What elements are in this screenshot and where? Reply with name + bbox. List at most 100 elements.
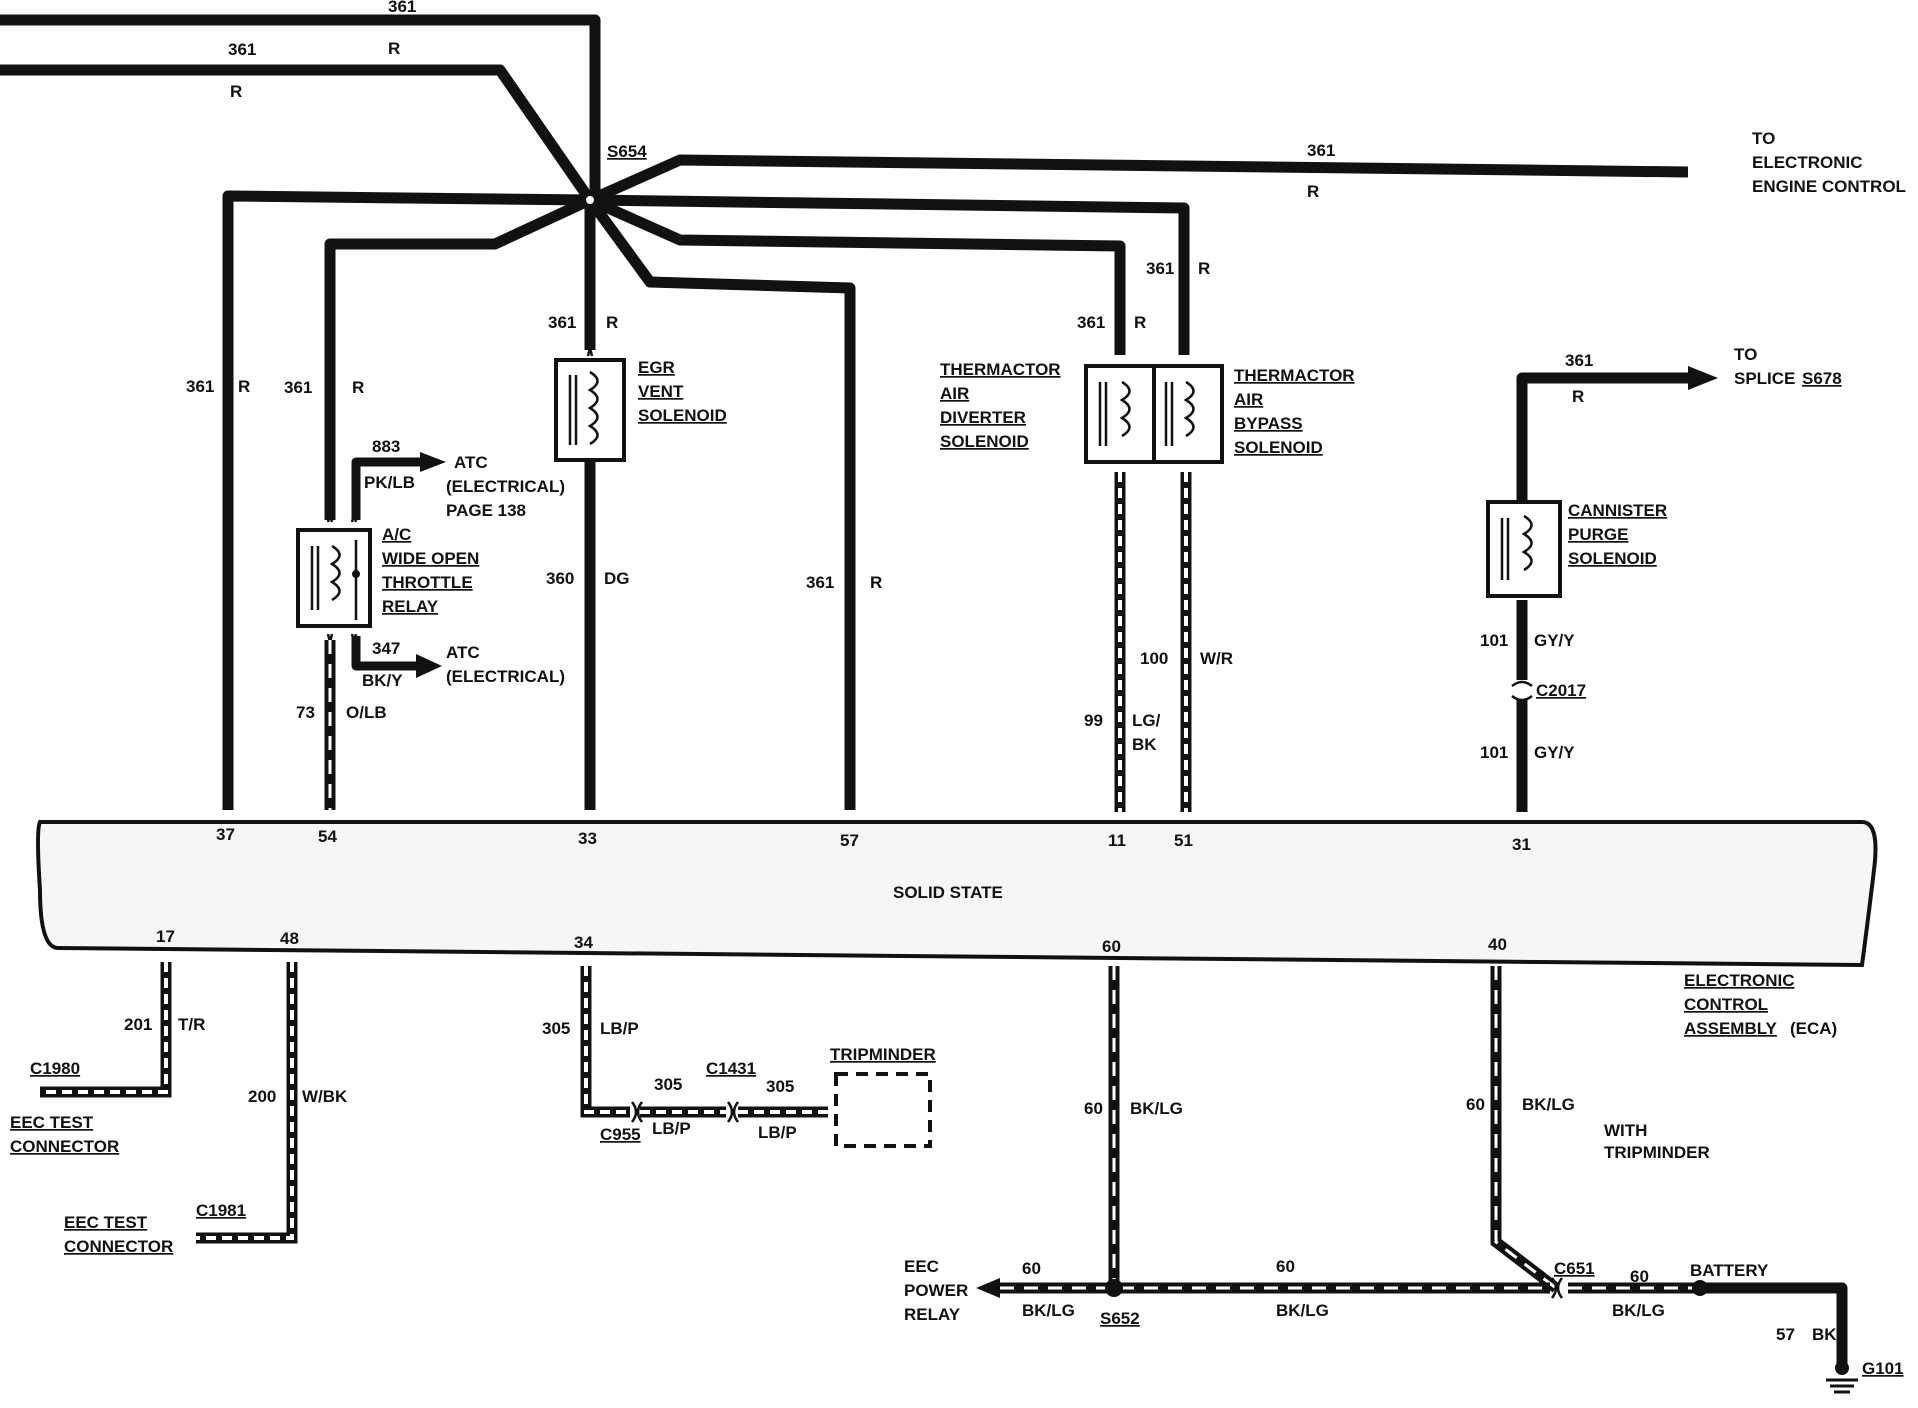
svg-text:BK/LG: BK/LG — [1130, 1099, 1183, 1118]
svg-text:57: 57 — [840, 831, 859, 850]
svg-text:LB/P: LB/P — [652, 1119, 691, 1138]
svg-text:17: 17 — [156, 927, 175, 946]
svg-text:73: 73 — [296, 703, 315, 722]
svg-text:33: 33 — [578, 829, 597, 848]
svg-text:360: 360 — [546, 569, 574, 588]
svg-text:DIVERTER: DIVERTER — [940, 408, 1026, 427]
svg-text:ENGINE CONTROL: ENGINE CONTROL — [1752, 177, 1906, 196]
egr-vent-solenoid — [554, 347, 626, 473]
svg-text:LB/P: LB/P — [758, 1123, 797, 1142]
svg-text:EEC TEST: EEC TEST — [10, 1113, 94, 1132]
svg-text:AIR: AIR — [940, 384, 969, 403]
svg-text:THROTTLE: THROTTLE — [382, 573, 473, 592]
svg-text:SOLENOID: SOLENOID — [638, 406, 727, 425]
connector-c2017-mark — [1511, 680, 1533, 702]
svg-text:51: 51 — [1174, 831, 1193, 850]
svg-text:101: 101 — [1480, 631, 1508, 650]
svg-text:361: 361 — [1146, 259, 1174, 278]
splice-s654-label: S654 — [607, 142, 647, 161]
svg-text:WITH: WITH — [1604, 1121, 1647, 1140]
svg-text:W/R: W/R — [1200, 649, 1233, 668]
svg-text:48: 48 — [280, 929, 299, 948]
svg-text:C955: C955 — [600, 1125, 641, 1144]
svg-text:31: 31 — [1512, 835, 1531, 854]
svg-text:PAGE 138: PAGE 138 — [446, 501, 526, 520]
svg-text:201: 201 — [124, 1015, 152, 1034]
svg-text:W/BK: W/BK — [302, 1087, 348, 1106]
svg-text:361: 361 — [388, 0, 416, 16]
svg-text:A/C: A/C — [382, 525, 411, 544]
wire-305 — [580, 966, 828, 1118]
svg-text:S678: S678 — [1802, 369, 1842, 388]
svg-text:60: 60 — [1276, 1257, 1295, 1276]
svg-text:BK/LG: BK/LG — [1276, 1301, 1329, 1320]
svg-text:ELECTRONIC: ELECTRONIC — [1684, 971, 1795, 990]
svg-text:200: 200 — [248, 1087, 276, 1106]
svg-text:99: 99 — [1084, 711, 1103, 730]
svg-text:ELECTRONIC: ELECTRONIC — [1752, 153, 1863, 172]
svg-text:SOLENOID: SOLENOID — [1568, 549, 1657, 568]
svg-text:883: 883 — [372, 437, 400, 456]
wire-57 — [1700, 1282, 1848, 1368]
svg-text:GY/Y: GY/Y — [1534, 743, 1575, 762]
svg-text:R: R — [870, 573, 882, 592]
svg-text:361: 361 — [806, 573, 834, 592]
svg-text:S652: S652 — [1100, 1309, 1140, 1328]
svg-text:PK/LB: PK/LB — [364, 473, 415, 492]
cannister-purge-solenoid — [1486, 500, 1562, 598]
wire-201 — [40, 962, 172, 1098]
svg-text:LG/: LG/ — [1132, 711, 1161, 730]
svg-text:100: 100 — [1140, 649, 1168, 668]
wire-60-tripminder — [1490, 966, 1560, 1293]
bus-361 — [0, 14, 1689, 810]
svg-text:VENT: VENT — [638, 382, 684, 401]
svg-text:RELAY: RELAY — [904, 1305, 961, 1324]
eca-center-label: SOLID STATE — [893, 883, 1003, 902]
svg-text:11: 11 — [1108, 831, 1126, 850]
svg-text:TRIPMINDER: TRIPMINDER — [1604, 1143, 1710, 1162]
svg-text:BATTERY: BATTERY — [1690, 1261, 1769, 1280]
svg-text:57: 57 — [1776, 1325, 1795, 1344]
svg-text:AIR: AIR — [1234, 390, 1263, 409]
svg-text:60: 60 — [1084, 1099, 1103, 1118]
svg-text:CONTROL: CONTROL — [1684, 995, 1768, 1014]
svg-text:(ELECTRICAL): (ELECTRICAL) — [446, 667, 565, 686]
wire-to-s678 — [1516, 366, 1718, 500]
svg-text:60: 60 — [1022, 1259, 1041, 1278]
svg-text:60: 60 — [1466, 1095, 1485, 1114]
svg-text:BK/LG: BK/LG — [1522, 1095, 1575, 1114]
svg-text:37: 37 — [216, 825, 235, 844]
svg-text:R: R — [1134, 313, 1146, 332]
svg-text:ATC: ATC — [454, 453, 488, 472]
svg-text:54: 54 — [318, 827, 337, 846]
svg-text:BK/LG: BK/LG — [1612, 1301, 1665, 1320]
svg-text:TO: TO — [1752, 129, 1775, 148]
ac-wot-relay — [296, 513, 372, 643]
splice-s652-dot — [1105, 1279, 1123, 1297]
svg-text:(ECA): (ECA) — [1790, 1019, 1837, 1038]
svg-text:361: 361 — [548, 313, 576, 332]
svg-text:PURGE: PURGE — [1568, 525, 1628, 544]
svg-text:EGR: EGR — [638, 358, 675, 377]
ground-symbol — [1826, 1361, 1858, 1394]
svg-text:361: 361 — [1565, 351, 1593, 370]
svg-text:TO: TO — [1734, 345, 1757, 364]
svg-text:T/R: T/R — [178, 1015, 205, 1034]
svg-text:EEC: EEC — [904, 1257, 939, 1276]
svg-text:BK: BK — [1812, 1325, 1837, 1344]
svg-text:R: R — [1572, 387, 1584, 406]
svg-text:R: R — [238, 377, 250, 396]
thermactor-diverter-solenoid — [1084, 364, 1158, 464]
thermactor-bypass-solenoid — [1152, 364, 1224, 464]
svg-text:LB/P: LB/P — [600, 1019, 639, 1038]
svg-text:R: R — [1307, 182, 1319, 201]
svg-text:CONNECTOR: CONNECTOR — [10, 1137, 119, 1156]
svg-text:361: 361 — [284, 378, 312, 397]
svg-text:SOLENOID: SOLENOID — [940, 432, 1029, 451]
svg-text:ATC: ATC — [446, 643, 480, 662]
svg-text:C2017: C2017 — [1536, 681, 1586, 700]
wire-200 — [196, 962, 298, 1244]
svg-text:C1980: C1980 — [30, 1059, 80, 1078]
svg-text:BK/LG: BK/LG — [1022, 1301, 1075, 1320]
